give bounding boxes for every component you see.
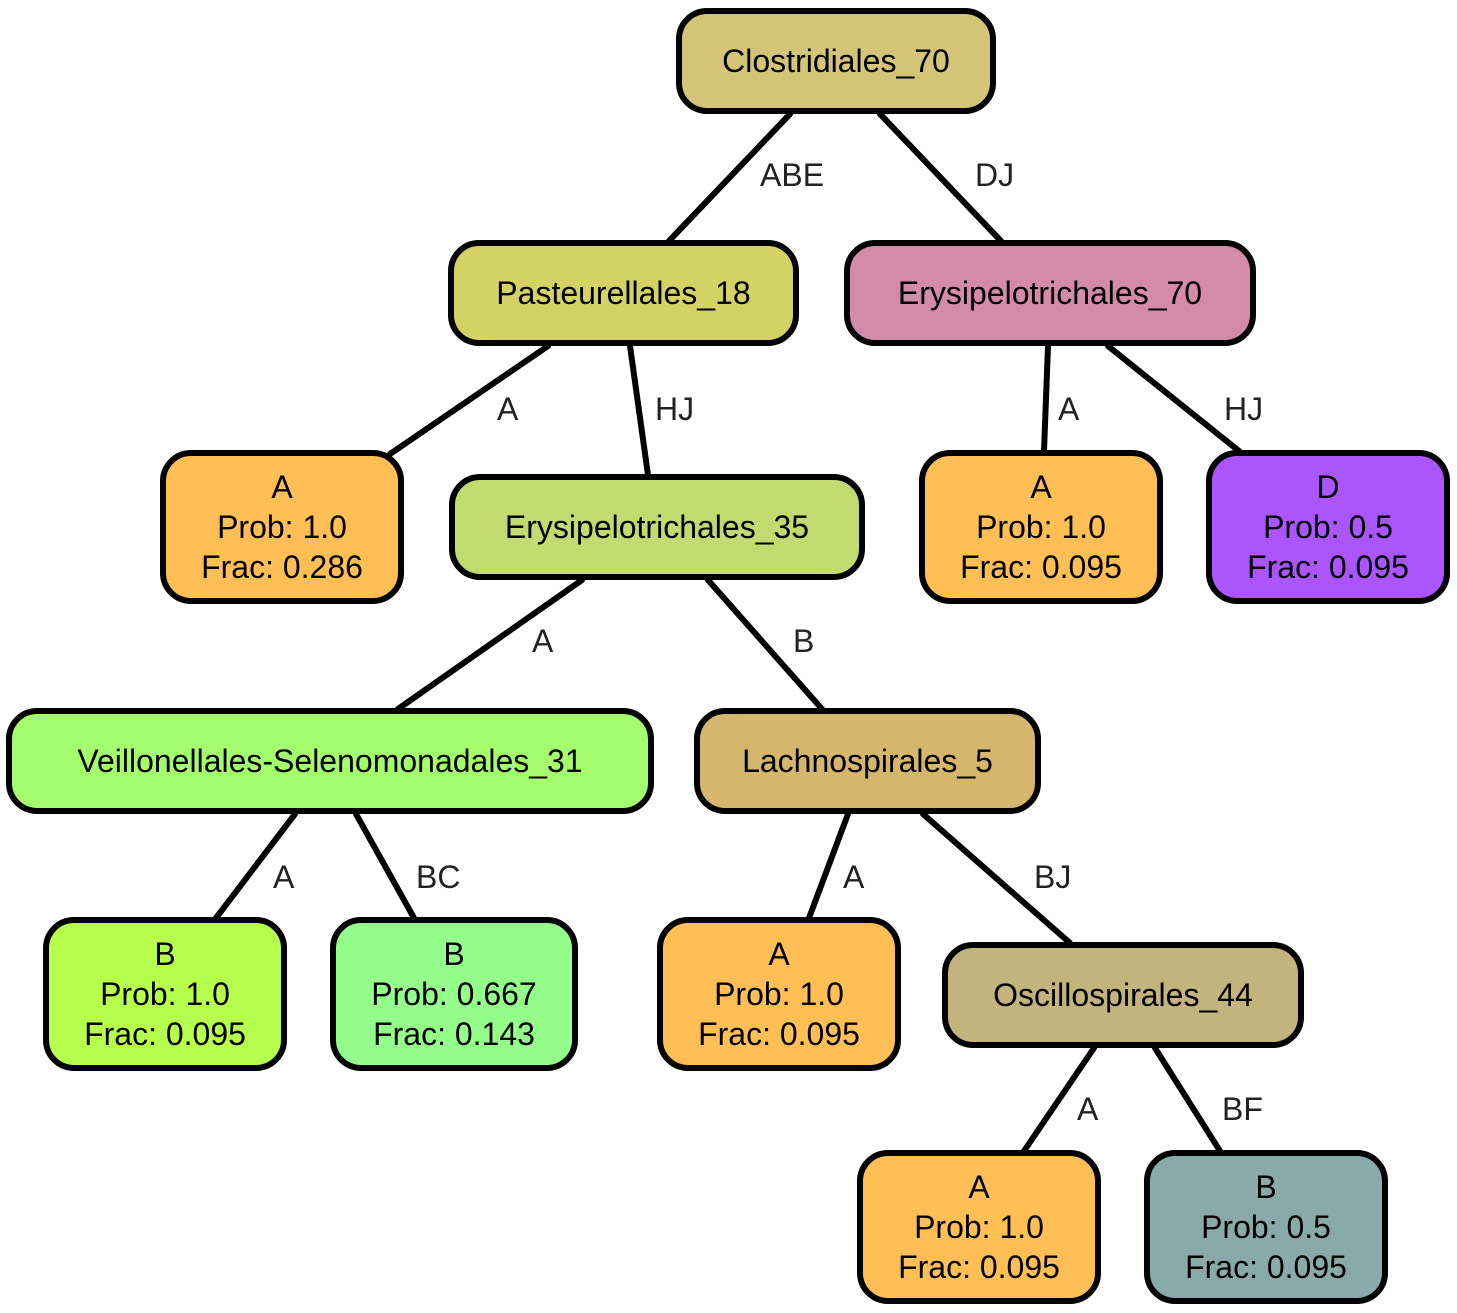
node-detail: Frac: 0.095 xyxy=(84,1016,246,1052)
edge-label: BC xyxy=(416,859,460,895)
edge-label: HJ xyxy=(1224,391,1263,427)
node-box xyxy=(857,1150,1101,1304)
edge-label: A xyxy=(497,391,519,427)
node-box xyxy=(6,708,654,814)
edge-label: A xyxy=(1058,391,1080,427)
node-box xyxy=(448,240,799,346)
node-title: A xyxy=(271,469,293,505)
edge-label: BJ xyxy=(1034,859,1071,895)
node-box xyxy=(449,474,865,580)
edge-clostridiales_70-to-pasteurellales_18 xyxy=(666,111,793,244)
edge-label: A xyxy=(1077,1091,1099,1127)
node-box xyxy=(919,450,1163,604)
edge-erysipelotrichales_70-to-leaf_d_1 xyxy=(1105,343,1242,454)
node-title: Oscillospirales_44 xyxy=(993,977,1253,1013)
node-title: Erysipelotrichales_35 xyxy=(505,509,809,545)
node-title: B xyxy=(1255,1169,1276,1205)
edge-veillonellales_31-to-leaf_b_1 xyxy=(213,811,298,921)
edge-clostridiales_70-to-erysipelotrichales_70 xyxy=(877,111,1004,244)
edge-veillonellales_31-to-leaf_b_2 xyxy=(353,811,417,921)
node-detail: Frac: 0.095 xyxy=(698,1016,860,1052)
node-detail: Frac: 0.095 xyxy=(898,1249,1060,1285)
node-detail: Prob: 0.667 xyxy=(371,976,536,1012)
node-title: A xyxy=(968,1169,990,1205)
edge-label: ABE xyxy=(760,157,824,193)
node-title: Veillonellales-Selenomonadales_31 xyxy=(77,743,582,779)
node-title: B xyxy=(443,936,464,972)
node-pasteurellales_18: Pasteurellales_18 xyxy=(448,240,799,346)
node-detail: Prob: 1.0 xyxy=(100,976,230,1012)
node-box xyxy=(676,8,996,114)
node-title: Lachnospirales_5 xyxy=(742,743,993,779)
edge-label: BF xyxy=(1222,1091,1263,1127)
node-box xyxy=(657,917,901,1071)
node-box xyxy=(1206,450,1450,604)
edge-pasteurellales_18-to-erysipelotrichales_35 xyxy=(627,343,651,478)
node-box xyxy=(942,942,1304,1048)
node-detail: Prob: 1.0 xyxy=(914,1209,1044,1245)
node-title: Clostridiales_70 xyxy=(722,43,950,79)
node-box xyxy=(43,917,287,1071)
node-detail: Prob: 0.5 xyxy=(1201,1209,1331,1245)
node-lachnospirales_5: Lachnospirales_5 xyxy=(694,708,1041,814)
edge-label: A xyxy=(843,859,865,895)
edges-layer xyxy=(213,111,1242,1154)
node-oscillospirales_44: Oscillospirales_44 xyxy=(942,942,1304,1048)
edge-labels-layer: ABE DJ A HJ A HJ A B A BC A BJ A BF xyxy=(273,157,1263,1127)
edge-label: HJ xyxy=(655,391,694,427)
edge-label: A xyxy=(532,623,554,659)
edge-lachnospirales_5-to-oscillospirales_44 xyxy=(920,811,1073,946)
node-title: A xyxy=(1030,469,1052,505)
node-box xyxy=(844,240,1256,346)
node-detail: Frac: 0.286 xyxy=(201,549,363,585)
node-title: Pasteurellales_18 xyxy=(496,275,750,311)
edge-pasteurellales_18-to-leaf_a_1 xyxy=(387,343,551,457)
node-title: A xyxy=(768,936,790,972)
node-title: D xyxy=(1316,469,1339,505)
node-detail: Prob: 1.0 xyxy=(714,976,844,1012)
edge-lachnospirales_5-to-leaf_a_3 xyxy=(806,811,851,921)
node-detail: Frac: 0.095 xyxy=(1185,1249,1347,1285)
node-detail: Prob: 0.5 xyxy=(1263,509,1393,545)
edge-label: DJ xyxy=(975,157,1014,193)
node-detail: Frac: 0.095 xyxy=(1247,549,1409,585)
node-title: B xyxy=(154,936,175,972)
edge-erysipelotrichales_35-to-lachnospirales_5 xyxy=(705,577,825,712)
node-erysipelotrichales_35: Erysipelotrichales_35 xyxy=(449,474,865,580)
node-veillonellales_31: Veillonellales-Selenomonadales_31 xyxy=(6,708,654,814)
edge-label: B xyxy=(793,623,814,659)
edge-erysipelotrichales_70-to-leaf_a_2 xyxy=(1041,343,1051,454)
node-detail: Frac: 0.143 xyxy=(373,1016,535,1052)
node-box xyxy=(160,450,404,604)
edge-erysipelotrichales_35-to-veillonellales_31 xyxy=(395,577,585,712)
edge-oscillospirales_44-to-leaf_a_4 xyxy=(1021,1045,1097,1154)
node-box xyxy=(330,917,578,1071)
node-erysipelotrichales_70: Erysipelotrichales_70 xyxy=(844,240,1256,346)
node-clostridiales_70: Clostridiales_70 xyxy=(676,8,996,114)
node-box xyxy=(694,708,1041,814)
node-detail: Prob: 1.0 xyxy=(217,509,347,545)
edge-oscillospirales_44-to-leaf_b_3 xyxy=(1152,1045,1223,1154)
node-detail: Prob: 1.0 xyxy=(976,509,1106,545)
node-detail: Frac: 0.095 xyxy=(960,549,1122,585)
node-box xyxy=(1144,1150,1388,1304)
edge-label: A xyxy=(273,859,295,895)
node-title: Erysipelotrichales_70 xyxy=(898,275,1202,311)
